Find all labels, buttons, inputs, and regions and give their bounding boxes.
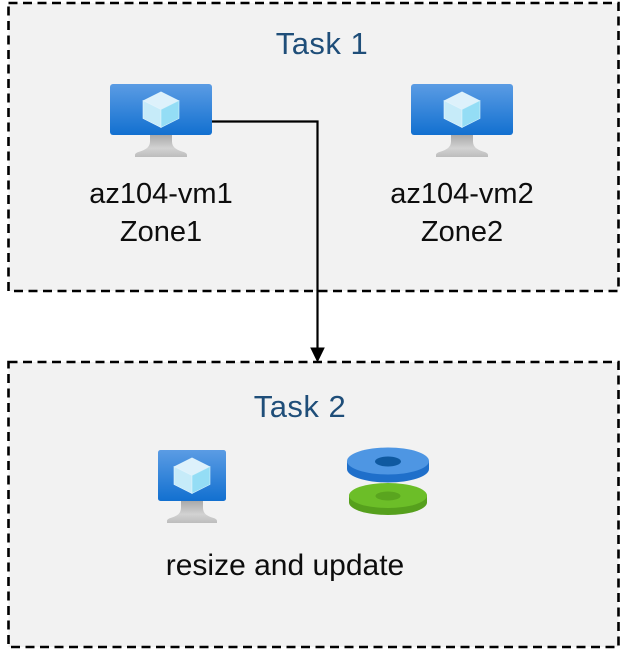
task2-caption: resize and update [165, 549, 405, 582]
connector-line [210, 120, 319, 349]
vm2-zone: Zone2 [420, 216, 504, 248]
task2-virtual-machine-icon [158, 450, 226, 523]
vm2-label: az104-vm2 Zone2 [362, 175, 562, 251]
vm1-zone: Zone1 [119, 216, 203, 248]
vm2-name: az104-vm2 [390, 178, 534, 210]
vm2-virtual-machine-icon [411, 84, 513, 157]
vm1-name: az104-vm1 [89, 178, 233, 210]
task2-title: Task 2 [253, 389, 347, 424]
arrowhead-icon [310, 347, 325, 363]
vm1-label: az104-vm1 Zone1 [61, 175, 261, 251]
vm1-virtual-machine-icon [110, 84, 212, 157]
managed-disks-icon [347, 447, 429, 515]
task1-box [7, 1, 620, 293]
task1-title: Task 1 [275, 26, 369, 61]
task2-box [7, 360, 620, 649]
